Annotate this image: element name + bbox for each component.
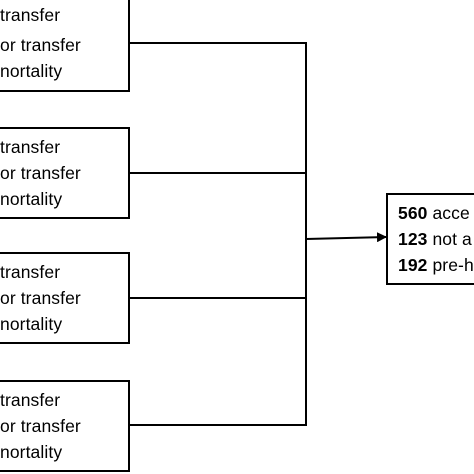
source-box-4-line-3: nortality [0,442,63,462]
target-row-3-number: 192 [398,255,428,275]
source-box-1-line-1: transfer [0,5,61,25]
target-box: 560 acce 123 not a 192 pre-h [386,193,474,285]
source-box-2-line-1: transfer [0,137,61,157]
source-box-4-line-1: transfer [0,390,61,410]
source-box-3-line-1: transfer [0,262,61,282]
target-row-2-text: not a [427,229,472,249]
source-box-4-line-2: or transfer [0,416,81,436]
source-box-2-line-2: or transfer [0,163,81,183]
source-box-1-line-3: nortality [0,61,63,81]
source-box-2-line-3: nortality [0,189,63,209]
source-box-3: transfer or transfer nortality [0,252,130,344]
source-box-3-line-3: nortality [0,314,63,334]
source-box-2: transfer or transfer nortality [0,127,130,219]
source-box-1-line-2: or transfer [0,35,81,55]
target-row-2-number: 123 [398,229,428,249]
target-row-1-number: 560 [398,203,428,223]
source-box-3-line-2: or transfer [0,288,81,308]
target-row-1: 560 acce [398,203,470,223]
source-box-1: transfer or transfer nortality [0,0,130,92]
target-row-3-text: pre-h [427,255,474,275]
target-row-1-text: acce [427,203,470,223]
target-row-3: 192 pre-h [398,255,474,275]
arrow-to-target [305,232,387,243]
source-box-4: transfer or transfer nortality [0,380,130,472]
target-row-2: 123 not a [398,229,472,249]
